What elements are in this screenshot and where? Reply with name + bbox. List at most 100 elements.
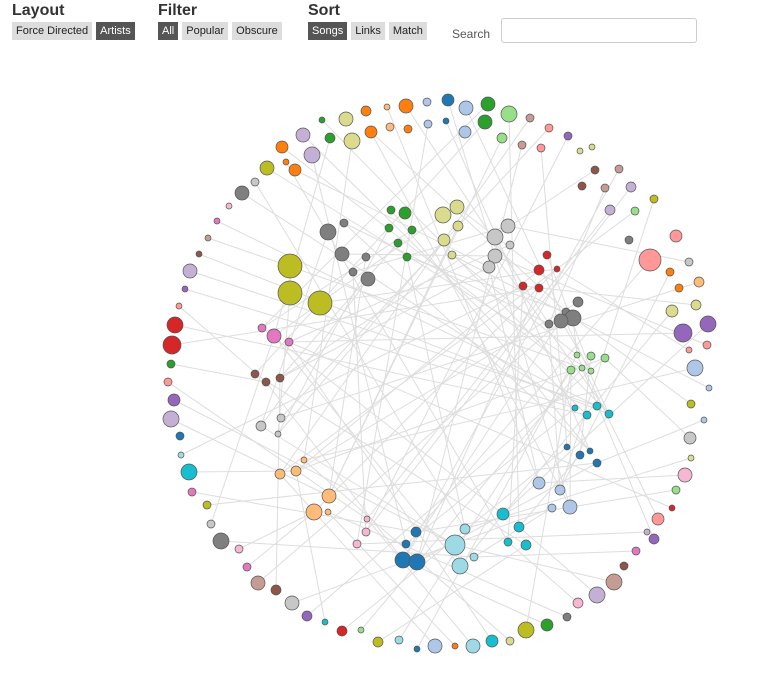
graph-node[interactable] (444, 534, 466, 556)
graph-node[interactable] (307, 290, 333, 316)
graph-node[interactable] (562, 612, 572, 622)
graph-node[interactable] (270, 584, 282, 596)
graph-node[interactable] (321, 618, 329, 626)
graph-node[interactable] (284, 337, 294, 347)
graph-node[interactable] (277, 253, 303, 279)
graph-node[interactable] (163, 377, 173, 387)
graph-node[interactable] (334, 246, 350, 262)
graph-node[interactable] (630, 206, 640, 216)
graph-node[interactable] (513, 521, 525, 533)
all-filter-button[interactable]: All (158, 22, 179, 40)
graph-node[interactable] (255, 420, 267, 432)
graph-node[interactable] (250, 369, 260, 379)
graph-node[interactable] (553, 313, 569, 329)
graph-node[interactable] (386, 205, 396, 215)
graph-node[interactable] (517, 621, 535, 639)
graph-node[interactable] (540, 618, 554, 632)
graph-node[interactable] (384, 223, 394, 233)
graph-node[interactable] (182, 263, 198, 279)
graph-node[interactable] (321, 488, 337, 504)
graph-node[interactable] (554, 484, 566, 496)
graph-node[interactable] (649, 194, 659, 204)
graph-node[interactable] (360, 105, 372, 117)
graph-node[interactable] (619, 561, 629, 571)
graph-node[interactable] (587, 367, 595, 375)
graph-node[interactable] (339, 218, 349, 228)
graph-node[interactable] (398, 206, 412, 220)
graph-node[interactable] (671, 485, 681, 495)
graph-node[interactable] (586, 351, 596, 361)
graph-node[interactable] (275, 373, 285, 383)
graph-node[interactable] (423, 119, 433, 129)
graph-node[interactable] (175, 302, 183, 310)
graph-node[interactable] (242, 562, 252, 572)
graph-node[interactable] (638, 248, 662, 272)
graph-node[interactable] (177, 451, 185, 459)
graph-node[interactable] (180, 463, 198, 481)
graph-node[interactable] (590, 165, 600, 175)
graph-node[interactable] (393, 238, 403, 248)
graph-node[interactable] (319, 223, 337, 241)
graph-node[interactable] (274, 430, 282, 438)
graph-node[interactable] (500, 105, 518, 123)
graph-node[interactable] (452, 220, 464, 232)
graph-node[interactable] (563, 131, 573, 141)
graph-node[interactable] (303, 146, 321, 164)
graph-node[interactable] (324, 508, 332, 516)
artists-layout-button[interactable]: Artists (96, 22, 135, 40)
graph-node[interactable] (305, 503, 323, 521)
graph-node[interactable] (282, 158, 290, 166)
graph-node[interactable] (385, 122, 395, 132)
graph-node[interactable] (505, 636, 515, 646)
graph-node[interactable] (469, 552, 479, 562)
graph-node[interactable] (276, 413, 286, 423)
network-graph[interactable] (0, 60, 758, 689)
graph-node[interactable] (684, 257, 694, 267)
graph-node[interactable] (693, 276, 705, 288)
graph-node[interactable] (702, 340, 712, 350)
graph-node[interactable] (274, 468, 286, 480)
graph-node[interactable] (338, 111, 354, 127)
graph-node[interactable] (643, 528, 651, 536)
graph-node[interactable] (204, 234, 212, 242)
graph-node[interactable] (575, 450, 585, 460)
graph-node[interactable] (572, 597, 584, 609)
graph-node[interactable] (225, 202, 233, 210)
graph-node[interactable] (300, 456, 308, 464)
graph-node[interactable] (181, 285, 189, 293)
graph-node[interactable] (544, 123, 554, 133)
graph-node[interactable] (266, 328, 282, 344)
graph-node[interactable] (407, 225, 417, 235)
graph-node[interactable] (614, 164, 624, 174)
graph-node[interactable] (288, 163, 302, 177)
graph-node[interactable] (449, 199, 465, 215)
graph-node[interactable] (500, 218, 516, 234)
graph-node[interactable] (525, 113, 535, 123)
graph-node[interactable] (572, 296, 584, 308)
graph-node[interactable] (465, 638, 481, 654)
links-sort-button[interactable]: Links (351, 22, 385, 40)
graph-node[interactable] (167, 393, 181, 407)
graph-node[interactable] (364, 125, 378, 139)
obscure-filter-button[interactable]: Obscure (232, 22, 282, 40)
graph-node[interactable] (563, 443, 571, 451)
graph-node[interactable] (520, 539, 532, 551)
graph-node[interactable] (577, 181, 587, 191)
graph-node[interactable] (566, 365, 576, 375)
graph-node[interactable] (700, 416, 708, 424)
graph-node[interactable] (592, 458, 602, 468)
graph-node[interactable] (517, 140, 527, 150)
graph-node[interactable] (485, 634, 499, 648)
graph-node[interactable] (402, 252, 412, 262)
graph-node[interactable] (422, 97, 432, 107)
graph-node[interactable] (536, 143, 546, 153)
graph-node[interactable] (648, 533, 660, 545)
graph-node[interactable] (261, 377, 271, 387)
graph-node[interactable] (592, 401, 602, 411)
graph-node[interactable] (398, 98, 414, 114)
graph-node[interactable] (588, 143, 596, 151)
graph-node[interactable] (195, 250, 203, 258)
graph-node[interactable] (361, 527, 371, 537)
graph-node[interactable] (625, 181, 637, 193)
graph-node[interactable] (532, 476, 546, 490)
